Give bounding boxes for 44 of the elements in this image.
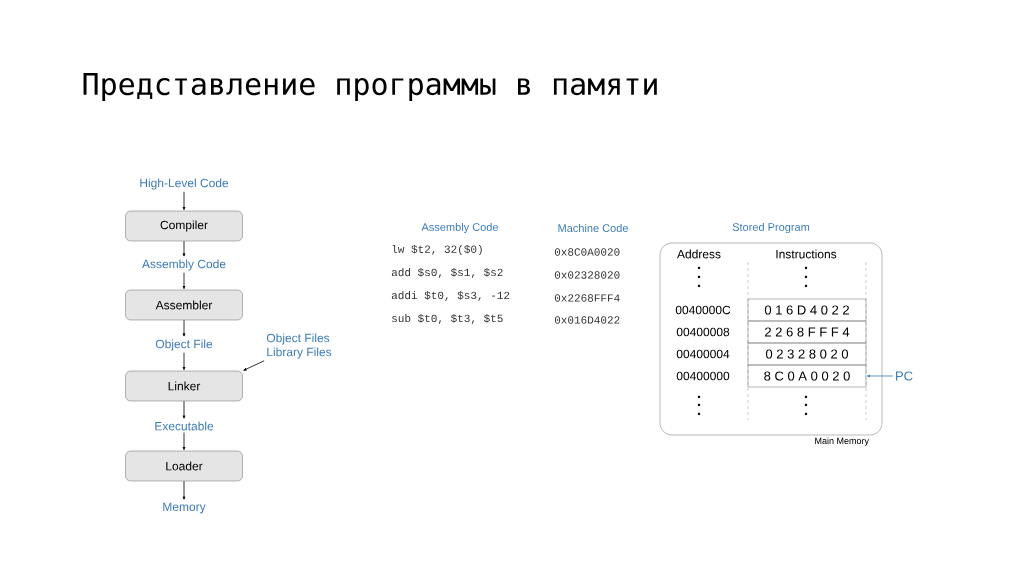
arrow [182, 352, 186, 371]
arrow [182, 240, 186, 257]
process-box: Assembler [125, 289, 243, 321]
machine-code: 0x2268FFF4 [554, 294, 620, 302]
assembly-line: add $s0, $s1, $s2 [391, 268, 503, 278]
process-box: Compiler [125, 210, 243, 242]
arrow [182, 319, 186, 337]
assembly-line: addi $t0, $s3, -12 [391, 291, 510, 301]
process-box: Loader [125, 450, 243, 482]
arrow [182, 272, 186, 290]
arrow [182, 191, 186, 211]
arrow [243, 360, 265, 371]
arrow [182, 432, 186, 451]
machine-code: 0x02328020 [554, 271, 620, 279]
machine-code: 0x8C0A0020 [554, 248, 620, 256]
assembly-line: lw $t2, 32($0) [392, 244, 482, 256]
arrow [866, 374, 894, 378]
instruction-cell: 8 C 0 A 0 0 2 0 [747, 364, 867, 388]
title: Представление программы в памяти [83, 72, 657, 102]
flow-label: Object File [155, 339, 213, 351]
address-label: 00400008 [676, 327, 730, 337]
node-label: Main Memory [815, 437, 869, 446]
column-heading: Address [677, 249, 721, 259]
address-label: 00400000 [676, 371, 730, 381]
instruction-cell: 0 2 3 2 8 0 2 0 [747, 342, 867, 366]
flow-label: Assembly Code [142, 259, 226, 271]
address-label: 00400004 [676, 349, 730, 359]
address-label: 0040000C [675, 305, 731, 315]
flow-label: Executable [155, 421, 214, 431]
pc-label: PC [896, 371, 913, 381]
instruction-cell: 0 1 6 D 4 0 2 2 [747, 298, 867, 322]
flow-label: Memory [163, 502, 206, 514]
column-heading: Instructions [776, 249, 837, 259]
machine-code: 0x016D4022 [554, 316, 620, 324]
flow-label: High-Level Code [140, 178, 229, 190]
instruction-cell: 2 2 6 8 F F F 4 [747, 320, 867, 344]
assembly-line: sub $t0, $t3, $t5 [392, 314, 503, 324]
column-heading: Stored Program [732, 222, 810, 234]
flow-label: Object Files Library Files [266, 333, 332, 359]
process-box: Linker [125, 370, 243, 402]
arrow [182, 480, 186, 500]
column-heading: Assembly Code [421, 222, 498, 234]
column-heading: Machine Code [558, 223, 628, 233]
arrow [182, 400, 186, 419]
